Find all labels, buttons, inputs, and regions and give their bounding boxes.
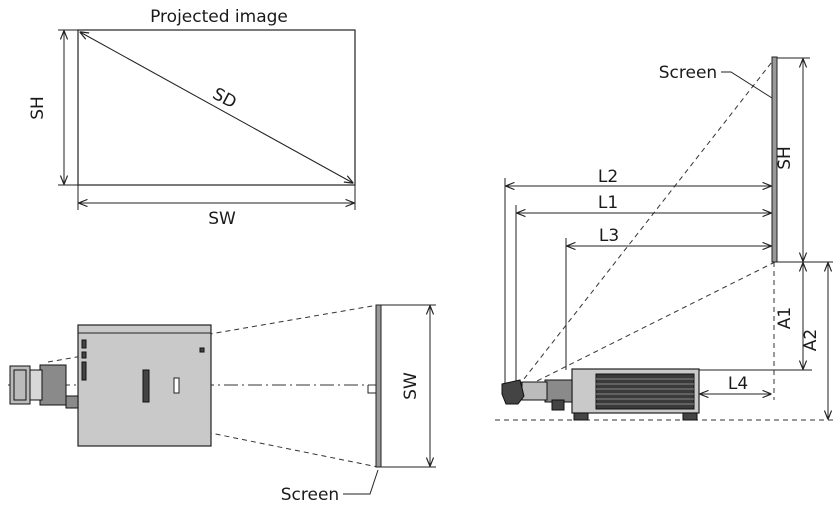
projector-slot	[142, 369, 150, 403]
projector-foot-rear	[682, 412, 698, 421]
sw-label: SW	[208, 209, 236, 229]
projector-indicator	[199, 347, 205, 353]
vent-slats	[596, 378, 694, 405]
side-lens-front	[501, 379, 525, 405]
side-lens-bracket	[551, 399, 565, 411]
projector-port-2	[81, 351, 87, 359]
projected-image-frame	[77, 29, 356, 186]
l4-label: L4	[728, 374, 748, 394]
projector-port-1	[81, 339, 87, 349]
top-screen-label: Screen	[281, 485, 339, 505]
l2-label: L2	[598, 167, 618, 187]
sd-diagonal-arrow	[80, 32, 353, 183]
top-view-panel: SW Screen	[8, 304, 436, 505]
side-screen-label: Screen	[659, 63, 717, 83]
side-screen-leader	[721, 71, 773, 99]
projector-port-3	[81, 361, 87, 381]
a1-label: A1	[775, 307, 795, 329]
projector-vent	[173, 377, 180, 394]
projector-body-top	[77, 324, 212, 447]
top-view-screen	[375, 304, 382, 468]
projector-vent-grille	[595, 373, 695, 410]
projector-foot-front	[573, 412, 589, 421]
l1-label: L1	[598, 193, 618, 213]
sh-label: SH	[28, 96, 48, 120]
l3-label: L3	[599, 226, 619, 246]
top-screen-leader	[343, 469, 379, 495]
sd-label: SD	[209, 84, 239, 113]
lens-holder	[39, 364, 67, 406]
lens-mount	[65, 395, 79, 409]
side-cone-lower	[512, 261, 776, 394]
projected-image-title: Projected image	[150, 7, 288, 27]
lens-glass	[13, 369, 27, 401]
side-lens-mount	[544, 379, 573, 403]
side-sh-label: SH	[775, 146, 795, 170]
projected-image-panel: Projected image SD SH SW	[28, 7, 356, 229]
lens-front	[9, 365, 31, 405]
side-cone-upper	[512, 57, 776, 394]
top-sw-label: SW	[401, 372, 421, 400]
a2-label: A2	[801, 329, 821, 351]
right-angle-mark	[367, 385, 376, 394]
side-lens-barrel	[521, 381, 548, 401]
side-view-panel: SH L2 L1 L3 L4	[495, 56, 833, 421]
